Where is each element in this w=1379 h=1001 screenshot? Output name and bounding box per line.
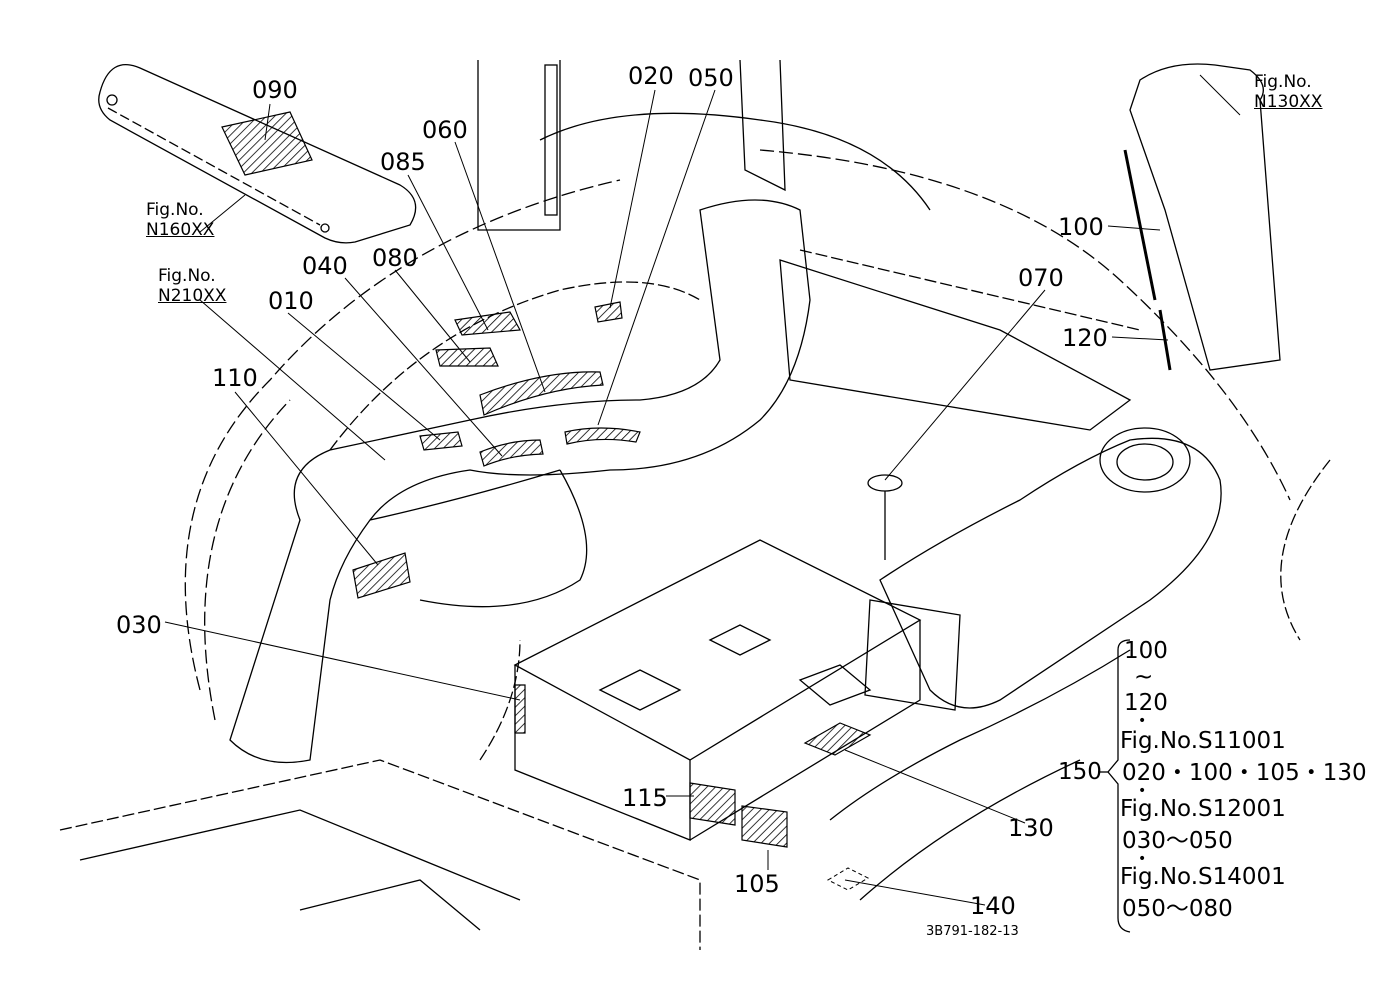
callout-090: 090 xyxy=(252,76,298,104)
fig-ref-n160[interactable]: Fig.No. N160XX xyxy=(146,200,214,240)
legend-fig1[interactable]: Fig.No.S11001 xyxy=(1120,728,1286,754)
fig-ref-n210[interactable]: Fig.No. N210XX xyxy=(158,266,226,306)
fig-ref-code[interactable]: N130XX xyxy=(1254,92,1323,112)
label-030 xyxy=(514,684,526,734)
fig-ref-label: Fig.No. xyxy=(1254,72,1312,92)
legend-bullet: • xyxy=(1138,851,1147,867)
label-040 xyxy=(479,439,544,467)
label-105 xyxy=(741,805,788,848)
callout-040: 040 xyxy=(302,252,348,280)
legend-tilde: ~ xyxy=(1134,664,1154,690)
callout-120: 120 xyxy=(1062,324,1108,352)
fig-ref-label: Fig.No. xyxy=(146,200,204,220)
fig-ref-label: Fig.No. xyxy=(158,266,216,286)
legend-range-top: 100 xyxy=(1124,638,1168,664)
label-130 xyxy=(803,722,872,756)
label-050 xyxy=(564,427,641,445)
fig-ref-code[interactable]: N160XX xyxy=(146,220,215,240)
label-020 xyxy=(594,301,623,323)
sun-visor xyxy=(98,63,417,244)
callout-130: 130 xyxy=(1008,814,1054,842)
document-id: 3B791-182-13 xyxy=(926,924,1019,939)
callout-105: 105 xyxy=(734,870,780,898)
label-115 xyxy=(689,782,736,826)
callout-070: 070 xyxy=(1018,264,1064,292)
callout-050: 050 xyxy=(688,64,734,92)
label-140-outline xyxy=(826,867,870,891)
callout-010: 010 xyxy=(268,287,314,315)
fig-ref-code[interactable]: N210XX xyxy=(158,286,227,306)
legend-bullet: • xyxy=(1138,713,1147,729)
legend-bullet: • xyxy=(1138,783,1147,799)
callout-030: 030 xyxy=(116,611,162,639)
legend-group-number: 150 xyxy=(1058,759,1102,785)
legend-fig2-items: 030～050 xyxy=(1122,828,1233,854)
callout-080: 080 xyxy=(372,244,418,272)
callout-110: 110 xyxy=(212,364,258,392)
callout-060: 060 xyxy=(422,116,468,144)
label-080 xyxy=(435,347,499,367)
label-010 xyxy=(419,431,463,451)
legend-fig1-items: 020・100・105・130 xyxy=(1122,760,1367,786)
callout-115: 115 xyxy=(622,784,668,812)
callout-100: 100 xyxy=(1058,213,1104,241)
callout-020: 020 xyxy=(628,62,674,90)
label-085 xyxy=(454,311,521,336)
callout-140: 140 xyxy=(970,892,1016,920)
legend-fig3[interactable]: Fig.No.S14001 xyxy=(1120,864,1286,890)
legend-fig3-items: 050～080 xyxy=(1122,896,1233,922)
legend-fig2[interactable]: Fig.No.S12001 xyxy=(1120,796,1286,822)
callout-085: 085 xyxy=(380,148,426,176)
fig-ref-n130[interactable]: Fig.No. N130XX xyxy=(1254,72,1322,112)
legend-range-bottom: 120 xyxy=(1124,690,1168,716)
label-110 xyxy=(352,552,411,599)
label-090 xyxy=(221,111,313,176)
label-060 xyxy=(479,371,604,416)
